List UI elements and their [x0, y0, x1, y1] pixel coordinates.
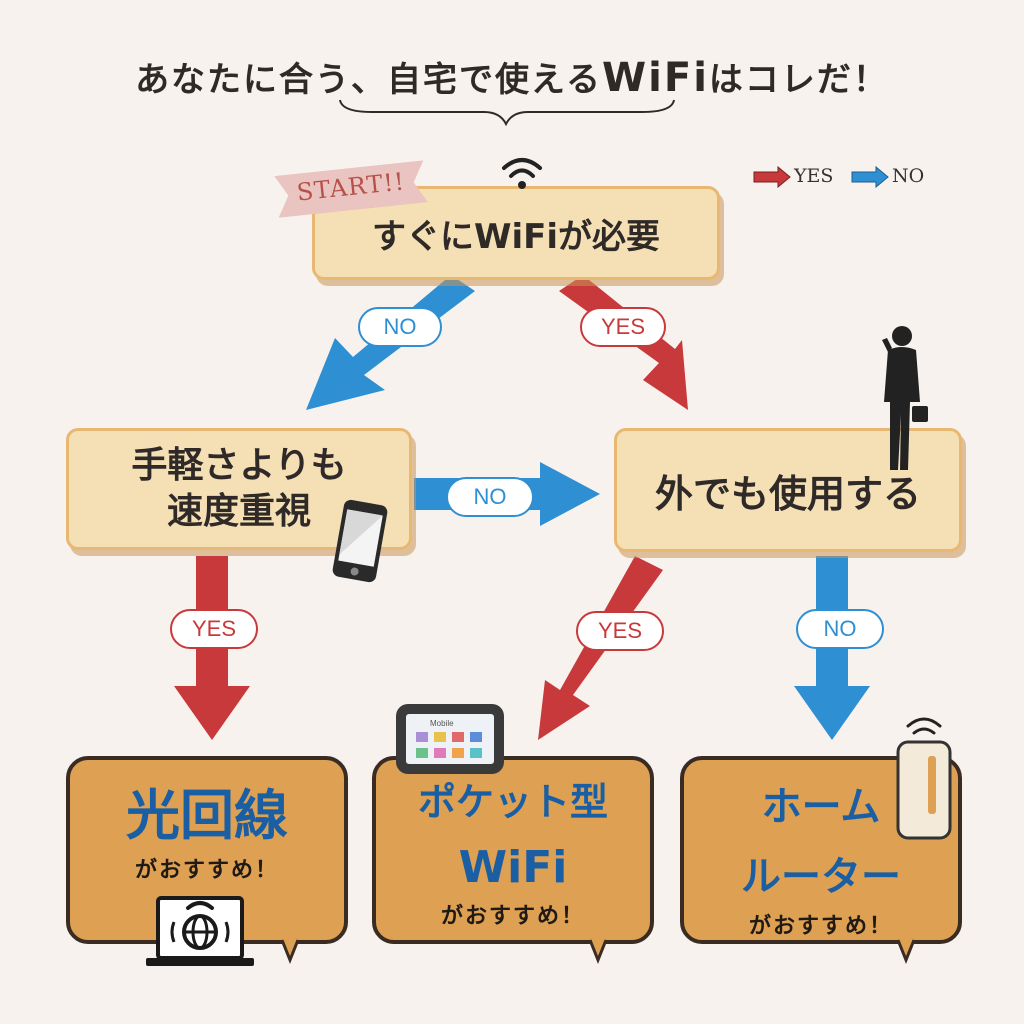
title-part3: はコレだ！ [708, 60, 889, 100]
result-box-pocket-wifi: ポケット型 WiFi がおすすめ！ [372, 756, 654, 944]
question-outdoor: 外でも使用する [654, 471, 921, 516]
branch-label-q3-yes: YES [576, 611, 664, 651]
smartphone-icon [332, 499, 388, 583]
legend-yes-label: YES [794, 165, 834, 187]
branch-label-q2-yes: YES [170, 609, 258, 649]
question-instant-wifi: すぐにWiFiが必要 [371, 216, 661, 257]
result-router-sub: がおすすめ！ [748, 914, 893, 939]
result-router-title-line2: ルーター [741, 854, 901, 900]
title-part1: あなたに合う、自宅で使える [135, 60, 603, 100]
legend: YES NO [752, 165, 942, 191]
result-box-home-router: ホーム ルーター がおすすめ！ [680, 756, 962, 944]
title-wifi: WiFi [602, 55, 709, 101]
page-title: あなたに合う、自宅で使えるWiFiはコレだ！ [0, 52, 1024, 101]
result-pocket-sub: がおすすめ！ [440, 904, 585, 929]
businessman-icon [882, 326, 928, 470]
branch-label-q1-no: NO [358, 307, 442, 347]
yes-arrow-icon [753, 166, 791, 188]
branch-label-q1-yes: YES [580, 307, 666, 347]
branch-label-q2-no: NO [446, 477, 534, 517]
legend-no-label: NO [892, 165, 925, 187]
wifi-icon [502, 158, 542, 189]
home-router-icon [896, 717, 952, 840]
result-fiber-title: 光回線 [126, 784, 288, 847]
result-pocket-title-line1: ポケット型 [417, 780, 608, 824]
question-box-speed: 手軽さよりも 速度重視 [66, 428, 412, 550]
laptop-globe-icon [146, 896, 254, 966]
branch-label-q3-no: NO [796, 609, 884, 649]
result-fiber-sub: がおすすめ！ [134, 858, 279, 883]
result-router-title-line1: ホーム [761, 784, 881, 830]
device-label: Mobile [430, 719, 454, 728]
no-arrow-icon [851, 166, 889, 188]
question-speed: 手軽さよりも 速度重視 [131, 445, 347, 532]
result-pocket-title-line2: WiFi [458, 842, 568, 893]
pocket-wifi-device-icon: Mobile [396, 704, 504, 774]
